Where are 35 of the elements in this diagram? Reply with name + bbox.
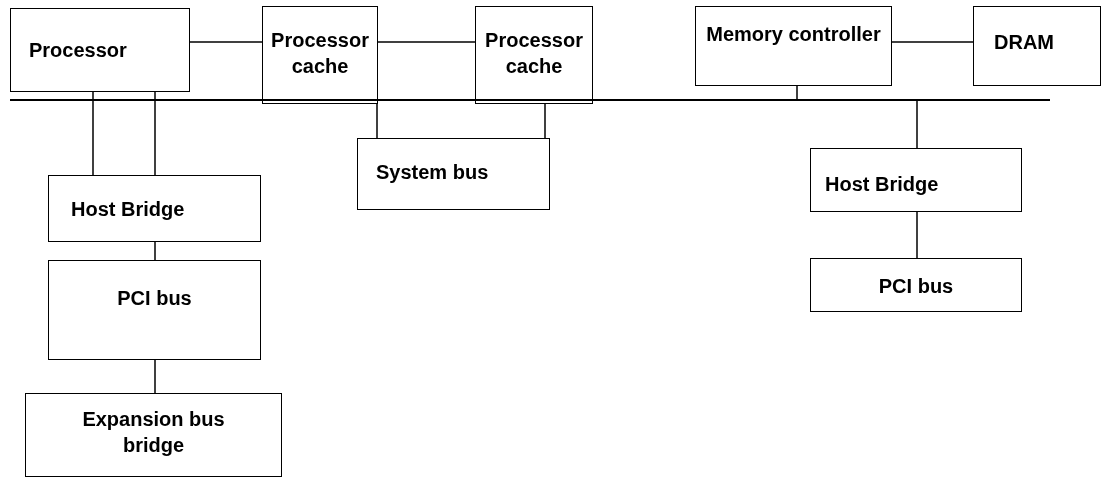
box-label: PCI bus xyxy=(878,274,954,299)
component-box xyxy=(357,138,550,210)
connector-line xyxy=(796,85,798,100)
box-label: DRAM xyxy=(994,30,1054,55)
box-label: Host Bridge xyxy=(71,197,185,222)
connector-line xyxy=(916,211,918,259)
component-box xyxy=(695,6,892,86)
connector-line xyxy=(189,41,263,43)
box-label: Processor cache xyxy=(270,28,370,79)
component-box xyxy=(810,258,1022,312)
connector-line xyxy=(891,41,974,43)
connector-line xyxy=(544,103,546,139)
box-label: Processor xyxy=(29,38,127,63)
component-box xyxy=(48,260,261,360)
component-box xyxy=(48,175,261,242)
connector-line xyxy=(916,100,918,149)
component-box xyxy=(262,6,378,104)
component-box xyxy=(810,148,1022,212)
connector-line xyxy=(154,359,156,394)
component-box xyxy=(475,6,593,104)
connector-line xyxy=(154,241,156,261)
connector-line xyxy=(377,41,476,43)
box-label: Memory controller xyxy=(706,22,881,47)
box-label: Host Bridge xyxy=(825,172,939,197)
component-box xyxy=(973,6,1101,86)
component-box xyxy=(10,8,190,92)
connector-line xyxy=(92,91,94,176)
bus-line xyxy=(10,99,1050,101)
component-box xyxy=(25,393,282,477)
box-label: Expansion bus bridge xyxy=(81,407,226,458)
connector-line xyxy=(154,91,156,176)
box-label: System bus xyxy=(376,160,489,185)
connector-line xyxy=(376,103,378,139)
box-label: Processor cache xyxy=(484,28,584,79)
box-label: PCI bus xyxy=(117,286,192,311)
